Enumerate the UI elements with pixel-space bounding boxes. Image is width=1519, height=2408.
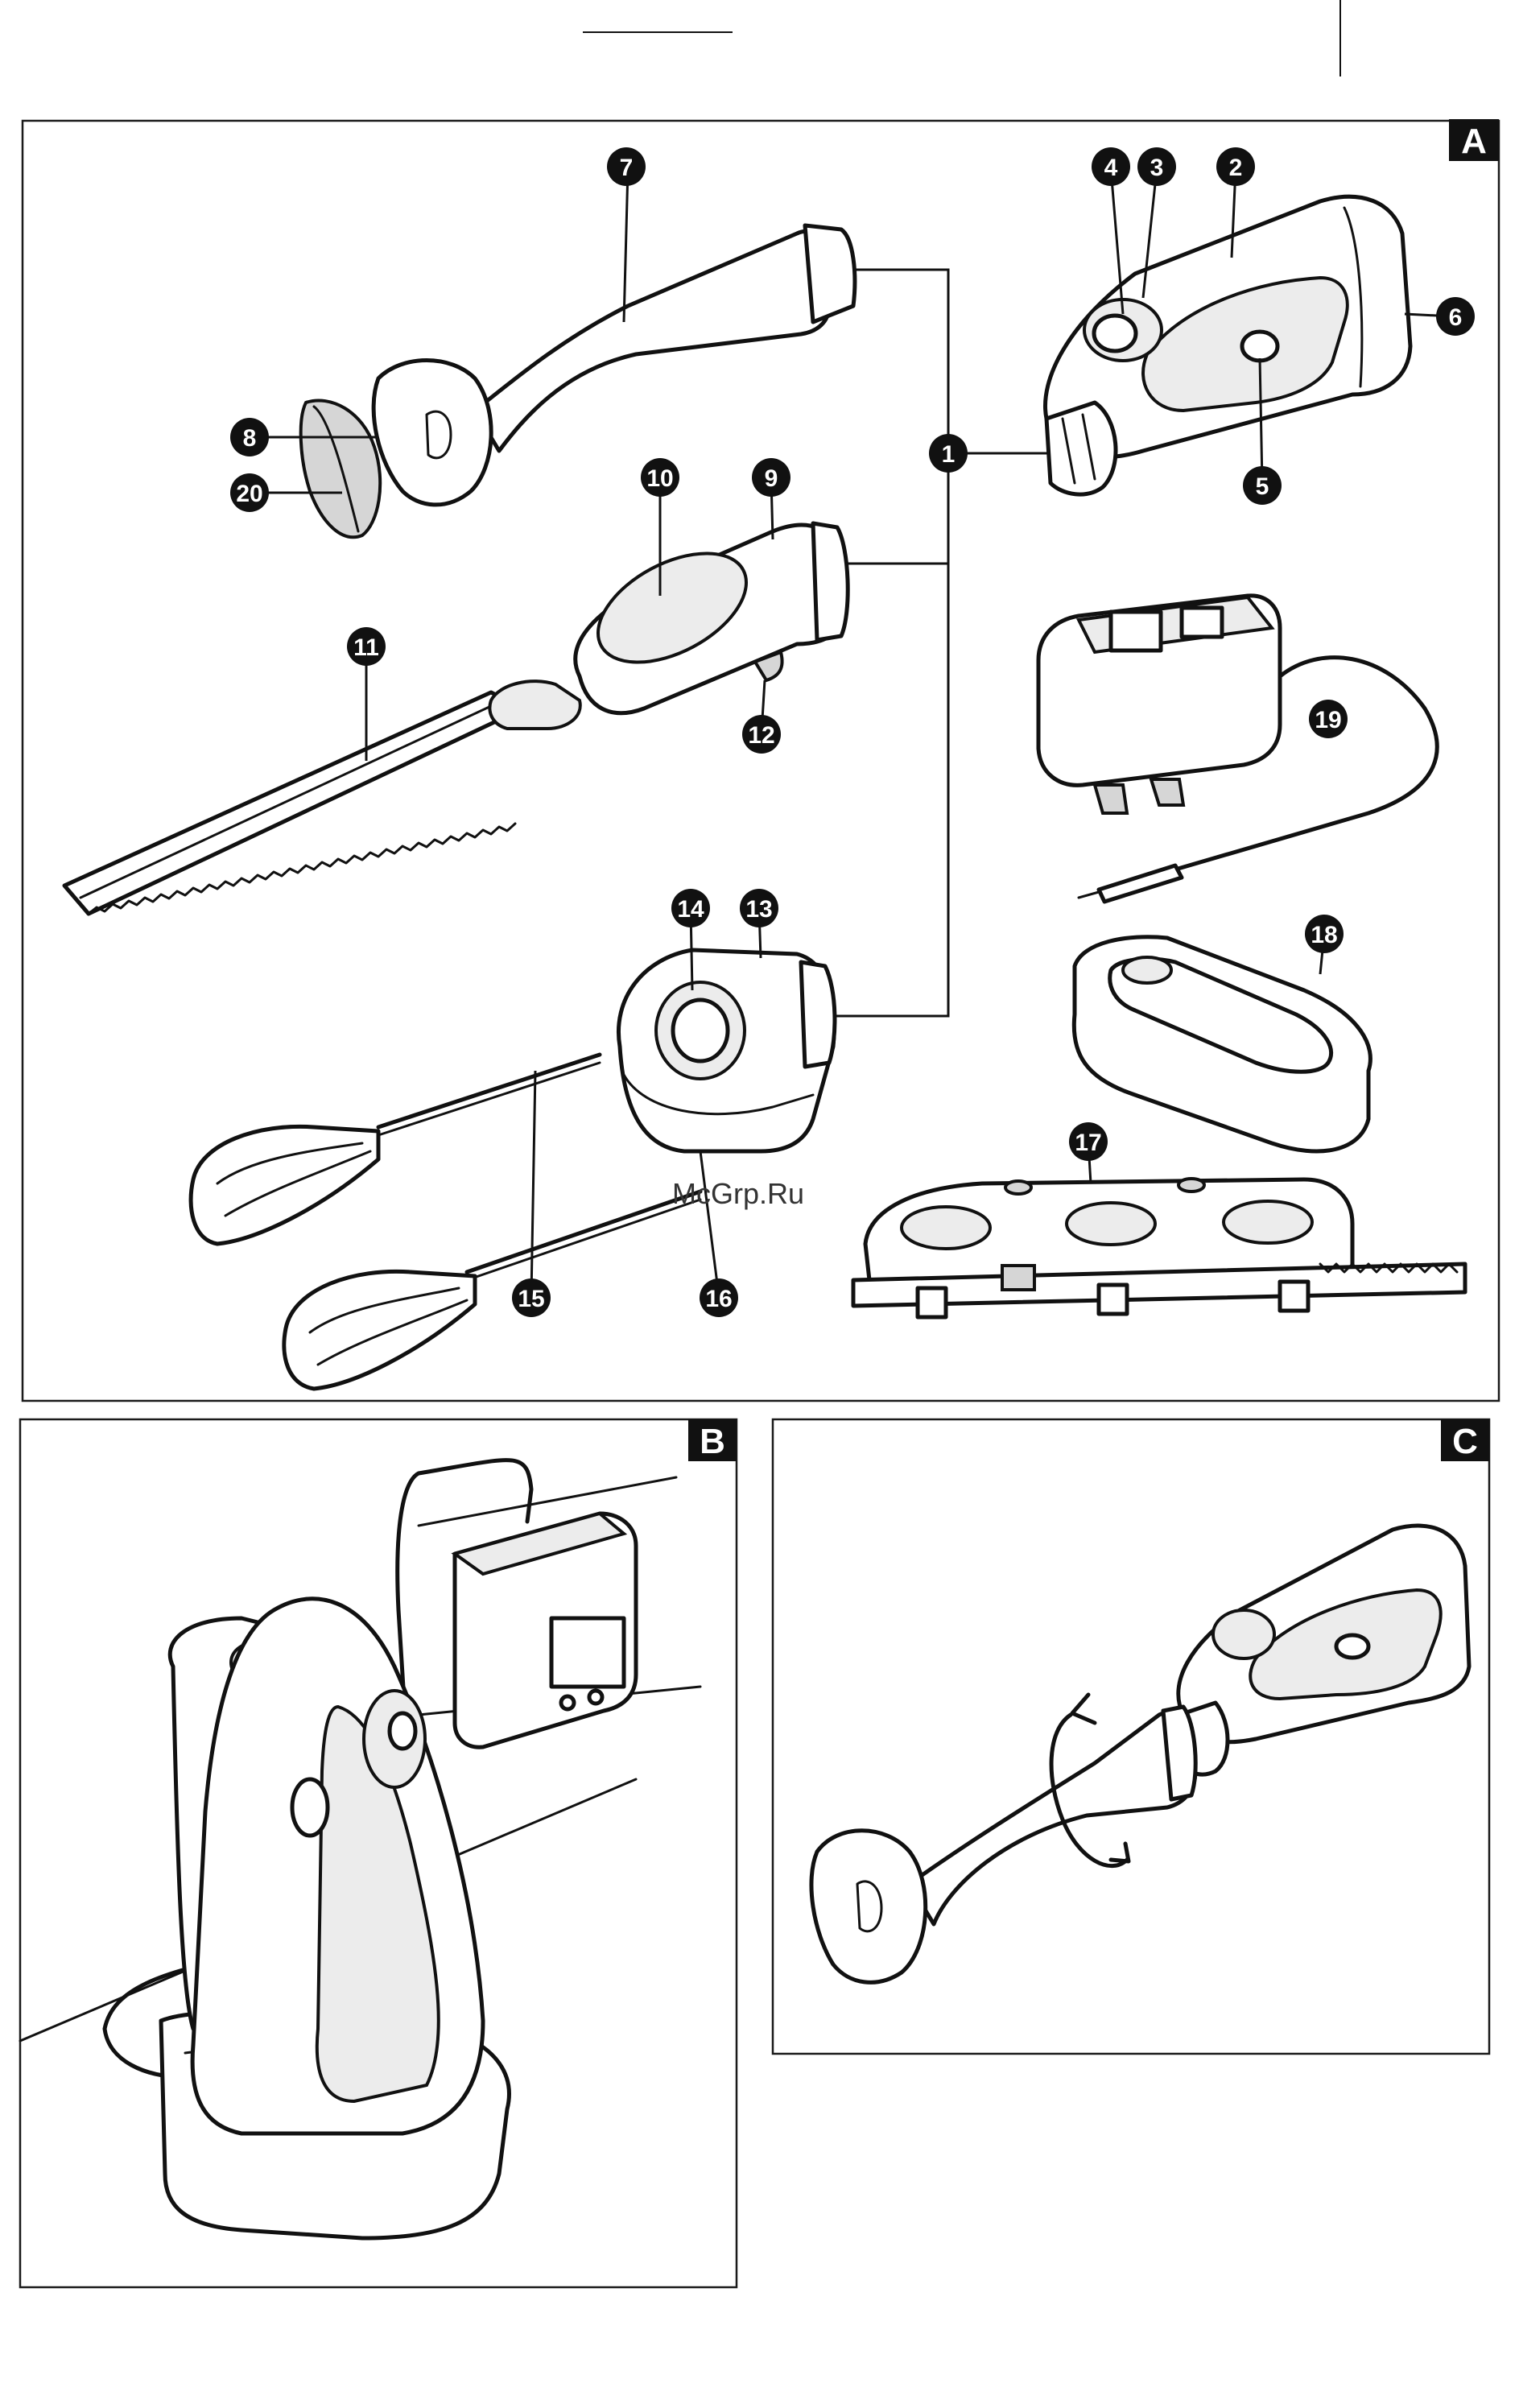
panel-c-label: C [1452, 1422, 1478, 1461]
svg-text:5: 5 [1256, 473, 1269, 500]
svg-text:19: 19 [1315, 707, 1341, 733]
panel-b: B [20, 1419, 737, 2287]
callout-17: 17 [1069, 1122, 1108, 1161]
svg-text:20: 20 [236, 481, 262, 507]
mixer-head [618, 950, 835, 1151]
callout-8: 8 [230, 418, 269, 456]
header-marks [583, 0, 1340, 76]
charging-base [1074, 937, 1370, 1151]
svg-text:11: 11 [353, 634, 379, 661]
panel-a-label: A [1461, 122, 1487, 161]
panel-b-label: B [700, 1422, 725, 1461]
callout-15: 15 [512, 1278, 551, 1317]
motor-unit [1045, 196, 1410, 494]
svg-text:6: 6 [1449, 304, 1463, 331]
callout-7: 7 [607, 147, 646, 186]
panel-c: C [773, 1419, 1489, 2054]
svg-text:2: 2 [1229, 155, 1243, 181]
callout-16: 16 [700, 1278, 738, 1317]
svg-text:1: 1 [942, 441, 956, 468]
callout-13: 13 [740, 889, 778, 927]
callout-3: 3 [1137, 147, 1176, 186]
whisks [191, 1055, 700, 1389]
callout-12: 12 [742, 715, 781, 754]
svg-text:9: 9 [765, 465, 778, 492]
callout-14: 14 [671, 889, 710, 927]
callout-4: 4 [1092, 147, 1130, 186]
svg-text:18: 18 [1311, 922, 1337, 948]
svg-text:8: 8 [243, 425, 257, 452]
callout-9: 9 [752, 458, 790, 497]
power-adapter [1038, 596, 1437, 902]
connector-bracket [829, 270, 1071, 1016]
panel-a: A [23, 119, 1499, 1401]
knife-handle [64, 523, 848, 914]
callout-6: 6 [1436, 297, 1475, 336]
svg-text:3: 3 [1150, 155, 1164, 181]
svg-text:17: 17 [1075, 1130, 1101, 1156]
watermark: McGrp.Ru [672, 1177, 804, 1210]
callout-11: 11 [347, 627, 386, 666]
callout-2: 2 [1216, 147, 1255, 186]
callout-20: 20 [230, 473, 269, 512]
blade-rack [853, 1179, 1465, 1317]
callout-1: 1 [929, 434, 968, 473]
svg-text:15: 15 [518, 1286, 544, 1312]
callout-5: 5 [1243, 466, 1282, 505]
callout-10: 10 [641, 458, 679, 497]
svg-text:16: 16 [705, 1286, 732, 1312]
svg-text:14: 14 [677, 896, 704, 923]
callout-18: 18 [1305, 915, 1344, 953]
svg-text:7: 7 [620, 155, 634, 181]
svg-text:12: 12 [748, 722, 774, 749]
callout-19: 19 [1309, 700, 1348, 738]
svg-text:10: 10 [646, 465, 673, 492]
svg-text:4: 4 [1104, 155, 1118, 181]
svg-text:13: 13 [745, 896, 772, 923]
